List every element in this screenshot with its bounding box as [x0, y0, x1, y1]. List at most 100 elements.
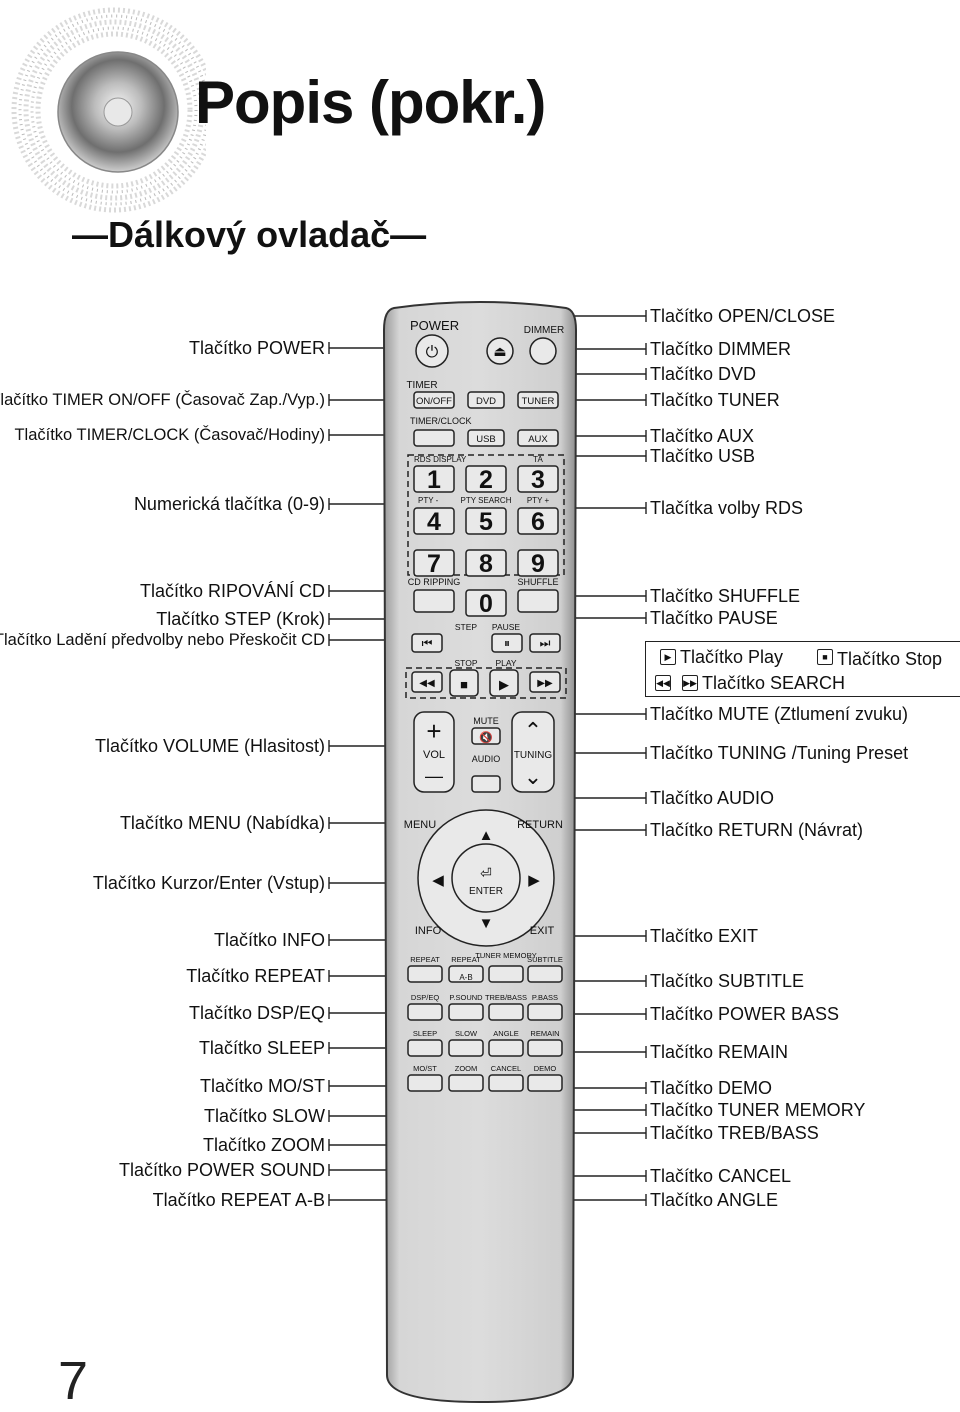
row2-button-0[interactable] [407, 1003, 443, 1021]
right-label-3: Tlačítko TUNER [650, 390, 780, 410]
left-label-2: Tlačítko TIMER/CLOCK (Časovač/Hodiny) [14, 426, 325, 444]
play-symbol-icon: ▶ [660, 649, 676, 665]
search-dashed-area [405, 667, 567, 699]
on-off-label: ON/OFF [416, 396, 452, 407]
row3-label-3: REMAIN [530, 1029, 559, 1038]
right-label-19: Tlačítko TREB/BASS [650, 1123, 819, 1143]
search-forward-button[interactable] [529, 671, 561, 693]
digit-1-button[interactable] [413, 465, 455, 493]
enter-button[interactable] [451, 843, 521, 913]
stop-symbol-icon: ■ [817, 649, 833, 665]
open-close-button[interactable] [486, 337, 514, 365]
search-forward-icon: ▶▶ [682, 675, 698, 691]
timer-on-off-button[interactable] [413, 391, 455, 409]
shuffle-label: SHUFFLE [517, 577, 558, 587]
row1-button-3[interactable] [527, 965, 563, 983]
row2-button-1[interactable] [448, 1003, 484, 1021]
digit-5-button[interactable] [465, 507, 507, 535]
volume-rocker[interactable] [413, 711, 455, 793]
row2-button-2[interactable] [488, 1003, 524, 1021]
row2-button-3[interactable] [527, 1003, 563, 1021]
digit-6-button[interactable] [517, 507, 559, 535]
digit-4-button[interactable] [413, 507, 455, 535]
digit-0-button[interactable] [465, 589, 507, 617]
power-button[interactable] [415, 334, 449, 368]
row1-label-1: REPEAT [451, 955, 481, 964]
tuning-down-icon: ⌄ [524, 764, 542, 789]
play-icon: ▶ [499, 677, 509, 692]
cursor-right-icon: ▶ [528, 872, 540, 889]
mute-icon: 🔇 [479, 731, 493, 744]
row3-label-2: ANGLE [493, 1029, 518, 1038]
stop-button[interactable] [449, 669, 479, 697]
audio-button[interactable] [471, 775, 501, 793]
dvd-button[interactable] [467, 391, 505, 409]
right-label-11: Tlačítko AUDIO [650, 788, 775, 808]
usb-button[interactable] [467, 429, 505, 447]
left-label-6: Tlačítko Ladění předvolby nebo Přeskočit… [0, 631, 325, 649]
right-label-10: Tlačítko TUNING /Tuning Preset [650, 743, 909, 763]
row3-label-1: SLOW [455, 1029, 478, 1038]
aux-button[interactable] [517, 429, 559, 447]
row2-label-3: P.BASS [532, 993, 558, 1002]
row3-button-2[interactable] [488, 1039, 524, 1057]
right-label-0: Tlačítko OPEN/CLOSE [650, 306, 836, 326]
pause-button[interactable] [491, 633, 523, 653]
skip-back-button[interactable] [411, 633, 443, 653]
row3-button-3[interactable] [527, 1039, 563, 1057]
label-stop: Tlačítko Stop [837, 649, 943, 669]
rds-display-label: RDS DISPLAY [414, 455, 467, 464]
left-label-12: Tlačítko DSP/EQ [188, 1003, 325, 1023]
row4-button-0[interactable] [407, 1074, 443, 1092]
volume-down-icon: — [425, 766, 443, 786]
shuffle-button[interactable] [517, 589, 559, 613]
menu-label: MENU [404, 819, 436, 831]
left-label-0: Tlačítko POWER [188, 338, 325, 358]
row1-button-2[interactable] [488, 965, 524, 983]
digit-0-label: 0 [479, 590, 493, 618]
mute-label: MUTE [473, 716, 499, 726]
row4-label-0: MO/ST [413, 1064, 437, 1073]
right-label-13: Tlačítko EXIT [650, 926, 759, 946]
dimmer-button[interactable] [529, 337, 557, 365]
skip-forward-button[interactable] [529, 633, 561, 653]
right-label-8: Tlačítko PAUSE [650, 608, 778, 628]
cd-ripping-label: CD RIPPING [408, 577, 461, 587]
tuner-button[interactable] [517, 391, 559, 409]
pty-plus-label: PTY + [527, 496, 550, 505]
row4-label-1: ZOOM [455, 1064, 478, 1073]
row1-button-1[interactable] [448, 965, 484, 983]
digit-3-button[interactable] [517, 465, 559, 493]
row2-label-2: TREB/BASS [485, 993, 527, 1002]
row1-label-0: REPEAT [410, 955, 440, 964]
dvd-label: DVD [476, 396, 496, 407]
mute-button[interactable] [471, 727, 501, 745]
row3-button-1[interactable] [448, 1039, 484, 1057]
tuning-rocker[interactable] [511, 711, 555, 793]
pty-search-label: PTY SEARCH [461, 496, 512, 505]
volume-up-icon: + [426, 716, 441, 746]
row4-button-2[interactable] [488, 1074, 524, 1092]
right-label-15: Tlačítko POWER BASS [650, 1004, 840, 1024]
cursor-up-icon: ▲ [479, 827, 494, 844]
right-label-9: Tlačítko MUTE (Ztlumení zvuku) [650, 704, 909, 724]
digit-9-button[interactable] [517, 549, 559, 577]
row1-button-0[interactable] [407, 965, 443, 983]
row3-button-0[interactable] [407, 1039, 443, 1057]
row2-label-1: P.SOUND [449, 993, 483, 1002]
row4-button-1[interactable] [448, 1074, 484, 1092]
right-label-18: Tlačítko TUNER MEMORY [650, 1100, 866, 1120]
digit-2-label: 2 [479, 466, 493, 494]
enter-label: ENTER [469, 886, 503, 897]
left-label-3: Numerická tlačítka (0-9) [133, 494, 325, 514]
row4-button-3[interactable] [527, 1074, 563, 1092]
digit-8-button[interactable] [465, 549, 507, 577]
pause-icon: ⏸ [504, 636, 510, 650]
digit-2-button[interactable] [465, 465, 507, 493]
search-back-button[interactable] [411, 671, 443, 693]
digit-7-button[interactable] [413, 549, 455, 577]
right-label-21: Tlačítko ANGLE [650, 1190, 779, 1210]
cd-ripping-button[interactable] [413, 589, 455, 613]
timer-clock-button[interactable] [413, 429, 455, 447]
play-button[interactable] [489, 669, 519, 697]
